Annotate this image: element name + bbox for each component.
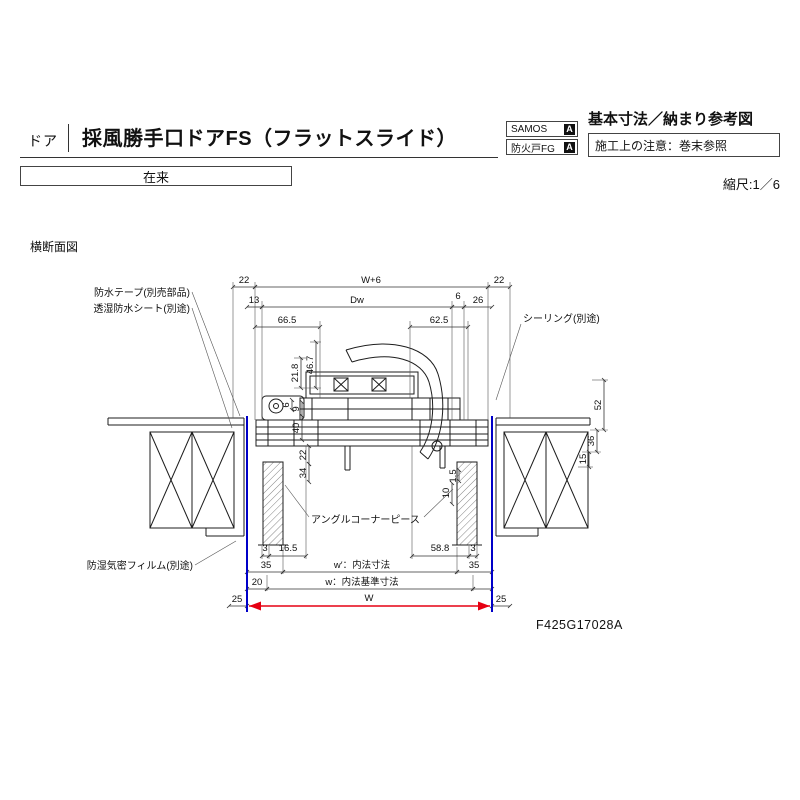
- badge-samos: SAMOS A: [506, 121, 578, 137]
- dim-26: 26: [473, 295, 484, 306]
- dim-20: 20: [252, 577, 263, 588]
- dim-top-right: 22: [494, 275, 505, 286]
- construction-type-box: 在来: [20, 166, 292, 186]
- dim-9: 9: [291, 406, 302, 411]
- annotation-labels: 防水テープ(別売部品) 透湿防水シート(別途) シーリング(別途) アングルコー…: [87, 286, 623, 632]
- dim-66-5: 66.5: [278, 315, 297, 326]
- dim-52: 52: [593, 400, 604, 411]
- dimension-lines: [226, 284, 607, 609]
- spec-badges: SAMOS A 防火戸FG A: [506, 121, 578, 155]
- dim-top-left: 22: [239, 275, 250, 286]
- door-handle: [345, 343, 444, 460]
- dim-3-left: 3: [262, 543, 267, 554]
- dim-25-right: 25: [496, 594, 507, 605]
- dim-w: W: [365, 593, 374, 604]
- trim-boards: [258, 461, 482, 546]
- roller-circle: [268, 398, 284, 414]
- dim-6b: 6: [281, 402, 292, 407]
- badge-samos-mark: A: [564, 123, 575, 135]
- page-title: 採風勝手口ドアFS（フラットスライド）: [82, 128, 458, 150]
- scale-label: 縮尺:1／6: [722, 177, 780, 192]
- door-leaf: [305, 371, 419, 399]
- leader-lines: [191, 291, 522, 566]
- label-waterproof-tape: 防水テープ(別売部品): [94, 286, 190, 299]
- dim-46-7: 46.7: [305, 356, 316, 375]
- badge-fireproof-label: 防火戸FG: [511, 143, 555, 155]
- title-underline: [20, 157, 498, 158]
- dim-21-8: 21.8: [290, 364, 301, 383]
- extension-lines: [232, 282, 608, 591]
- dim-3-right: 3: [470, 543, 475, 554]
- dim-34: 34: [298, 468, 309, 479]
- dim-16-5: 16.5: [279, 543, 298, 554]
- dim-w-base: w：内法基準寸法: [324, 576, 398, 588]
- dim-35-right: 35: [469, 560, 480, 571]
- dim-w-inner: w′：内法寸法: [333, 559, 390, 571]
- label-breathable-sheet: 透湿防水シート(別途): [93, 302, 190, 315]
- dim-40: 40: [291, 423, 302, 434]
- dim-1-5: 1.5: [448, 469, 459, 482]
- badge-fireproof-mark: A: [564, 141, 575, 153]
- category-label: ドア: [28, 133, 58, 149]
- dim-top-center: W+6: [361, 275, 381, 286]
- dim-22c: 22: [298, 450, 309, 461]
- label-angle-corner-piece: アングルコーナーピース: [311, 513, 420, 526]
- badge-fireproof: 防火戸FG A: [506, 139, 578, 155]
- drawing-code: F425G17028A: [536, 618, 623, 632]
- dim-58-8: 58.8: [431, 543, 450, 554]
- label-moisture-film: 防湿気密フィルム(別途): [87, 559, 193, 572]
- dim-6: 6: [455, 291, 460, 302]
- dim-dw: Dw: [350, 295, 364, 306]
- dim-35-left: 35: [261, 560, 272, 571]
- dim-10: 10: [441, 488, 452, 499]
- construction-note-box: 施工上の注意：巻末参照: [588, 133, 780, 157]
- dim-36: 36: [586, 436, 597, 447]
- right-wall-section: [495, 417, 591, 537]
- label-sealing: シーリング(別途): [523, 312, 600, 325]
- dim-13: 13: [249, 295, 260, 306]
- dim-15: 15: [578, 454, 589, 465]
- badge-samos-label: SAMOS: [511, 123, 548, 135]
- dimension-labels: 22 W+6 22 13 Dw 6 26 66.5 62.5 46.7 21.8…: [232, 275, 604, 605]
- section-view-label: 横断面図: [30, 240, 79, 254]
- category-divider: [68, 124, 69, 152]
- doc-title: 基本寸法／納まり参考図: [588, 111, 754, 128]
- construction-type-label: 在来: [142, 169, 169, 185]
- left-wall-section: [107, 417, 245, 537]
- knob-circle: [431, 440, 443, 452]
- dim-25-left: 25: [232, 594, 243, 605]
- dim-62-5: 62.5: [430, 315, 449, 326]
